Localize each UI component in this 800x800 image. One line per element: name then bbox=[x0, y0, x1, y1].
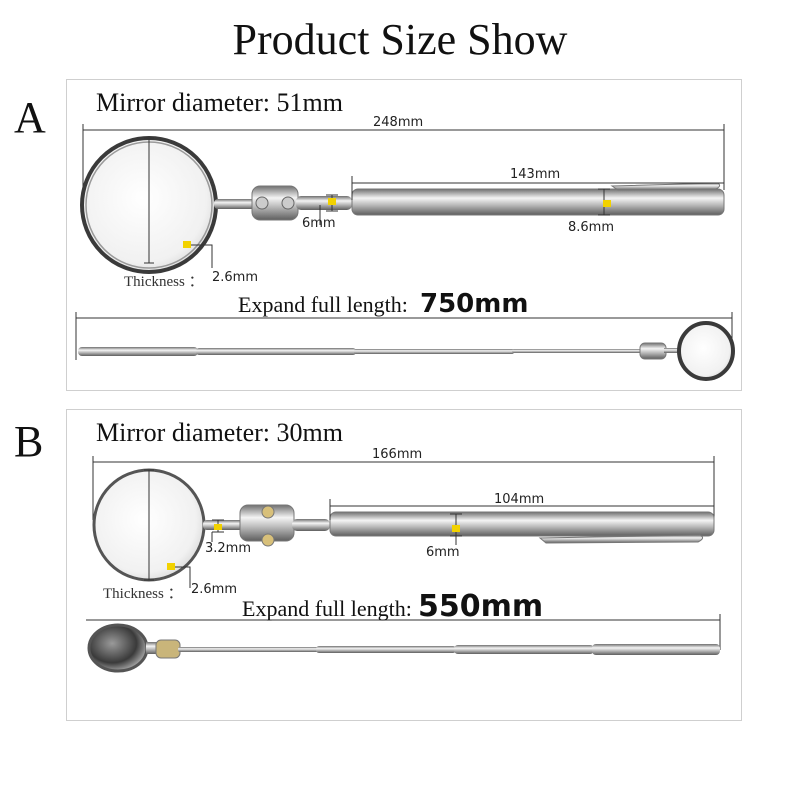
handle-width-b: 6mm bbox=[426, 545, 460, 560]
marker-handle-a bbox=[603, 200, 611, 207]
total-length-a: 248mm bbox=[373, 115, 424, 130]
marker-thickness-a bbox=[183, 241, 191, 248]
marker-thickness-b bbox=[167, 563, 175, 570]
handle-width-a: 8.6mm bbox=[568, 220, 615, 235]
section-letter-b: B bbox=[14, 417, 44, 466]
thickness-label-b: Thickness ： bbox=[103, 586, 183, 602]
thickness-value-b: 2.6mm bbox=[191, 582, 238, 597]
expanded-rod-b bbox=[86, 614, 721, 673]
neck-width-b: 3.2mm bbox=[205, 541, 252, 556]
page-title: Product Size Show bbox=[232, 15, 568, 64]
handle-length-a: 143mm bbox=[510, 167, 561, 182]
marker-handle-b bbox=[452, 525, 460, 532]
section-letter-a: A bbox=[14, 93, 46, 142]
expand-label-a: Expand full length: bbox=[238, 292, 408, 317]
neck-width-a: 6mm bbox=[302, 216, 336, 231]
dimension-handle-a bbox=[351, 176, 724, 200]
dimension-handle-b bbox=[329, 499, 714, 520]
handle-length-b: 104mm bbox=[494, 492, 545, 507]
expanded-rod-a bbox=[75, 312, 735, 381]
thickness-label-a: Thickness ： bbox=[124, 274, 204, 290]
marker-neck-b bbox=[214, 524, 222, 530]
handle-b bbox=[329, 511, 715, 544]
dimension-total-b bbox=[92, 456, 715, 525]
expand-label-b: Expand full length: bbox=[242, 596, 412, 621]
handle-a bbox=[351, 182, 725, 216]
mirror-a bbox=[80, 136, 218, 274]
thickness-value-a: 2.6mm bbox=[212, 270, 259, 285]
mirror-b bbox=[92, 468, 206, 582]
joint-a bbox=[214, 185, 352, 221]
expand-value-b: 550mm bbox=[418, 589, 544, 624]
joint-b bbox=[203, 504, 330, 547]
total-length-b: 166mm bbox=[372, 447, 423, 462]
mirror-diameter-a: Mirror diameter: 51mm bbox=[96, 88, 343, 117]
marker-neck-a bbox=[328, 198, 336, 205]
expand-value-a: 750mm bbox=[420, 289, 529, 319]
dimension-neck-a bbox=[319, 194, 338, 225]
mirror-diameter-b: Mirror diameter: 30mm bbox=[96, 418, 343, 447]
